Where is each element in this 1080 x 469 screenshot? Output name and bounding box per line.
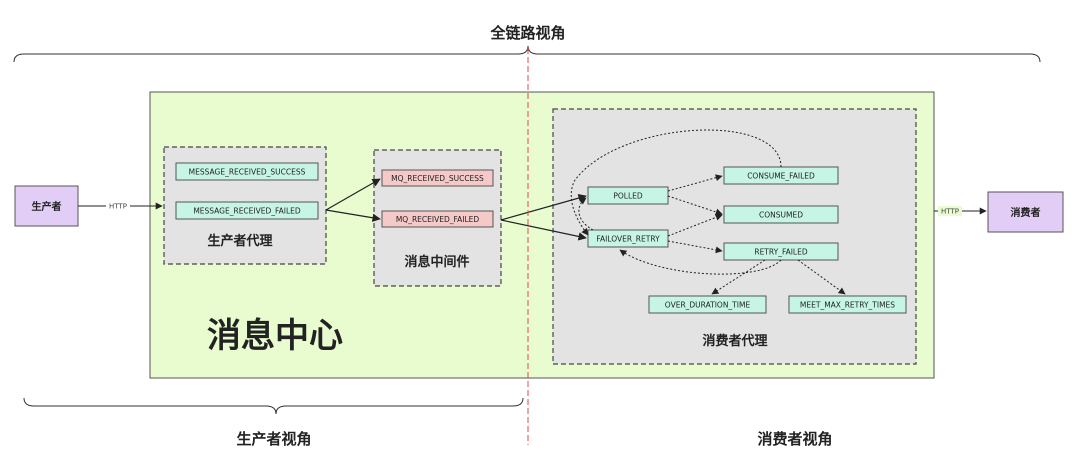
edge-failed-to-mq-failed (325, 209, 381, 222)
state-meet-max-retry-times-text: MEET_MAX_RETRY_TIMES (800, 301, 895, 310)
edge-polled-consumed (667, 195, 723, 216)
producer-actor (14, 185, 79, 227)
edge-failed-to-mq-success (325, 178, 381, 211)
edge-failover-polled-loop (578, 197, 594, 231)
consumer-proxy-label: 消费者代理 (702, 333, 767, 349)
state-meet-max-retry-times (788, 295, 907, 314)
edge-retry-failed-meet-max (797, 259, 846, 295)
full-chain-brace (13, 45, 1041, 63)
state-message-received-success-text: MESSAGE_RECEIVED_SUCCESS (189, 168, 306, 177)
edge-producer-http-label: HTTP (109, 203, 127, 211)
full-chain-view-title: 全链路视角 (489, 24, 565, 42)
consumer-actor-text: 消费者 (1011, 206, 1041, 219)
producer-view-title: 生产者视角 (236, 430, 311, 448)
state-mq-received-failed-text: MQ_RECEIVED_FAILED (396, 215, 480, 224)
edge-failover-consumed (667, 214, 723, 237)
message-center-label: 消息中心 (207, 316, 343, 356)
edge-polled-consume-failed (667, 174, 723, 192)
state-mq-received-success-text: MQ_RECEIVED_SUCCESS (391, 174, 484, 183)
state-message-received-failed (175, 201, 319, 220)
state-over-duration-time (648, 295, 767, 314)
state-consumed-text: CONSUMED (759, 211, 803, 220)
state-message-received-success (175, 162, 319, 181)
producer-actor-text: 生产者 (32, 200, 62, 213)
edge-retry-failed-loop (619, 249, 782, 275)
edge-mq-to-failover (500, 219, 587, 241)
state-consumed (723, 205, 839, 224)
state-consume-failed-text: CONSUME_FAILED (747, 172, 815, 181)
state-polled-text: POLLED (613, 192, 643, 201)
state-failover-retry-text: FAILOVER_RETRY (596, 235, 660, 244)
edge-retry-failed-over-duration (711, 259, 766, 295)
producer-view-brace (23, 397, 524, 415)
edge-consumer-http-label: HTTP (941, 208, 959, 216)
state-over-duration-time-text: OVER_DURATION_TIME (665, 301, 751, 310)
consumer-actor (987, 191, 1064, 233)
middleware-label: 消息中间件 (404, 254, 469, 270)
edge-consume-failed-loop (570, 129, 782, 236)
state-failover-retry (587, 229, 669, 248)
producer-proxy-label: 生产者代理 (207, 233, 272, 249)
state-polled (587, 186, 669, 205)
state-mq-received-success (381, 169, 494, 187)
consumer-view-title: 消费者视角 (757, 430, 832, 448)
edge-failover-retry-failed (667, 240, 723, 254)
state-retry-failed-text: RETRY_FAILED (754, 248, 807, 257)
state-mq-received-failed (381, 210, 494, 228)
state-message-received-failed-text: MESSAGE_RECEIVED_FAILED (193, 207, 301, 216)
